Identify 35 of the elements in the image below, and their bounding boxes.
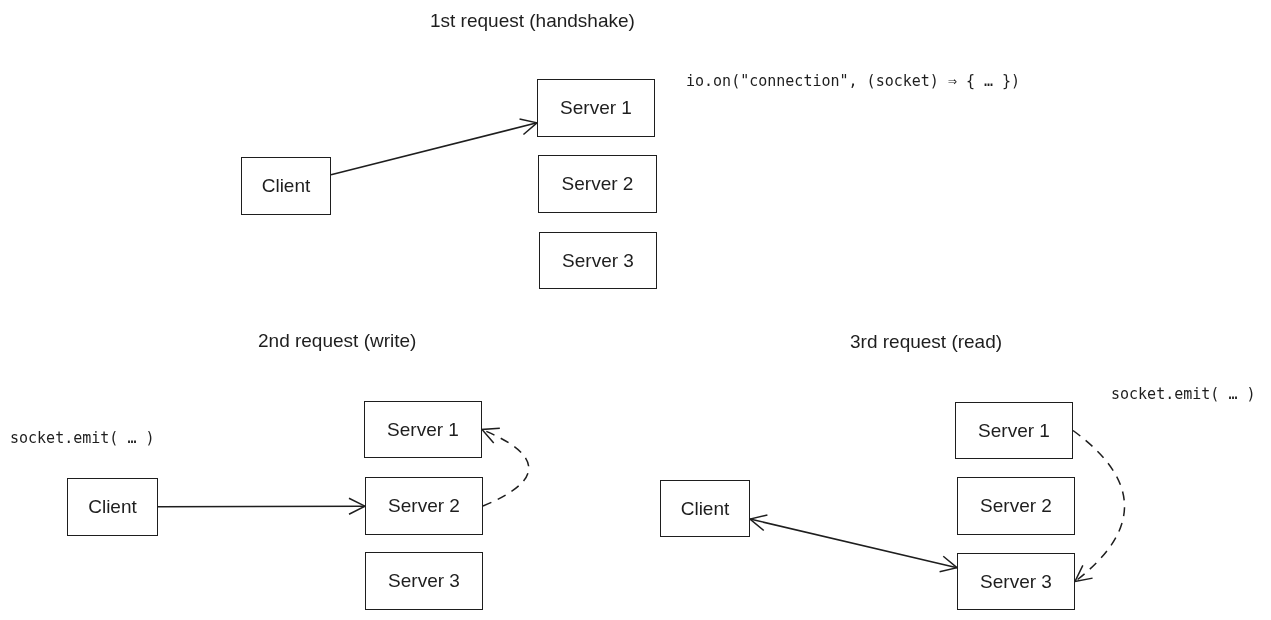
server-box [364, 401, 482, 458]
server-box [957, 553, 1075, 610]
server-box [539, 232, 657, 289]
server-box [365, 552, 483, 610]
node-label: Server 1 [387, 418, 459, 441]
node-label: Server 1 [560, 97, 632, 119]
node-label: Server 3 [562, 249, 634, 272]
node-label: Server 2 [980, 495, 1052, 517]
node-label: Server 2 [561, 173, 634, 195]
section-heading: 1st request (handshake) [430, 10, 635, 32]
node-label: Server 3 [388, 570, 460, 592]
section-heading: 2nd request (write) [258, 330, 417, 352]
arrow [749, 514, 958, 573]
server-box [955, 402, 1073, 459]
server-box [660, 480, 750, 537]
node-label: Server 2 [388, 495, 460, 517]
node-label: Client [261, 175, 311, 197]
server-box [538, 155, 657, 213]
code-snippet: socket.emit( … ) [10, 429, 155, 447]
node-label: Server 1 [978, 419, 1050, 442]
node-label: Client [680, 497, 730, 520]
server-box [241, 157, 331, 215]
node-label: Server 3 [980, 570, 1052, 593]
arrow [481, 428, 530, 507]
code-snippet: io.on("connection", (socket) ⇒ { … }) [686, 72, 1021, 90]
code-snippet: socket.emit( … ) [1111, 385, 1256, 403]
arrow [157, 497, 366, 515]
arrow [1072, 429, 1126, 583]
section-heading: 3rd request (read) [850, 331, 1003, 353]
server-box [365, 477, 483, 535]
server-box [957, 477, 1075, 535]
server-box [537, 79, 655, 137]
node-label: Client [88, 496, 137, 518]
arrow [330, 118, 538, 176]
server-box [67, 478, 158, 536]
